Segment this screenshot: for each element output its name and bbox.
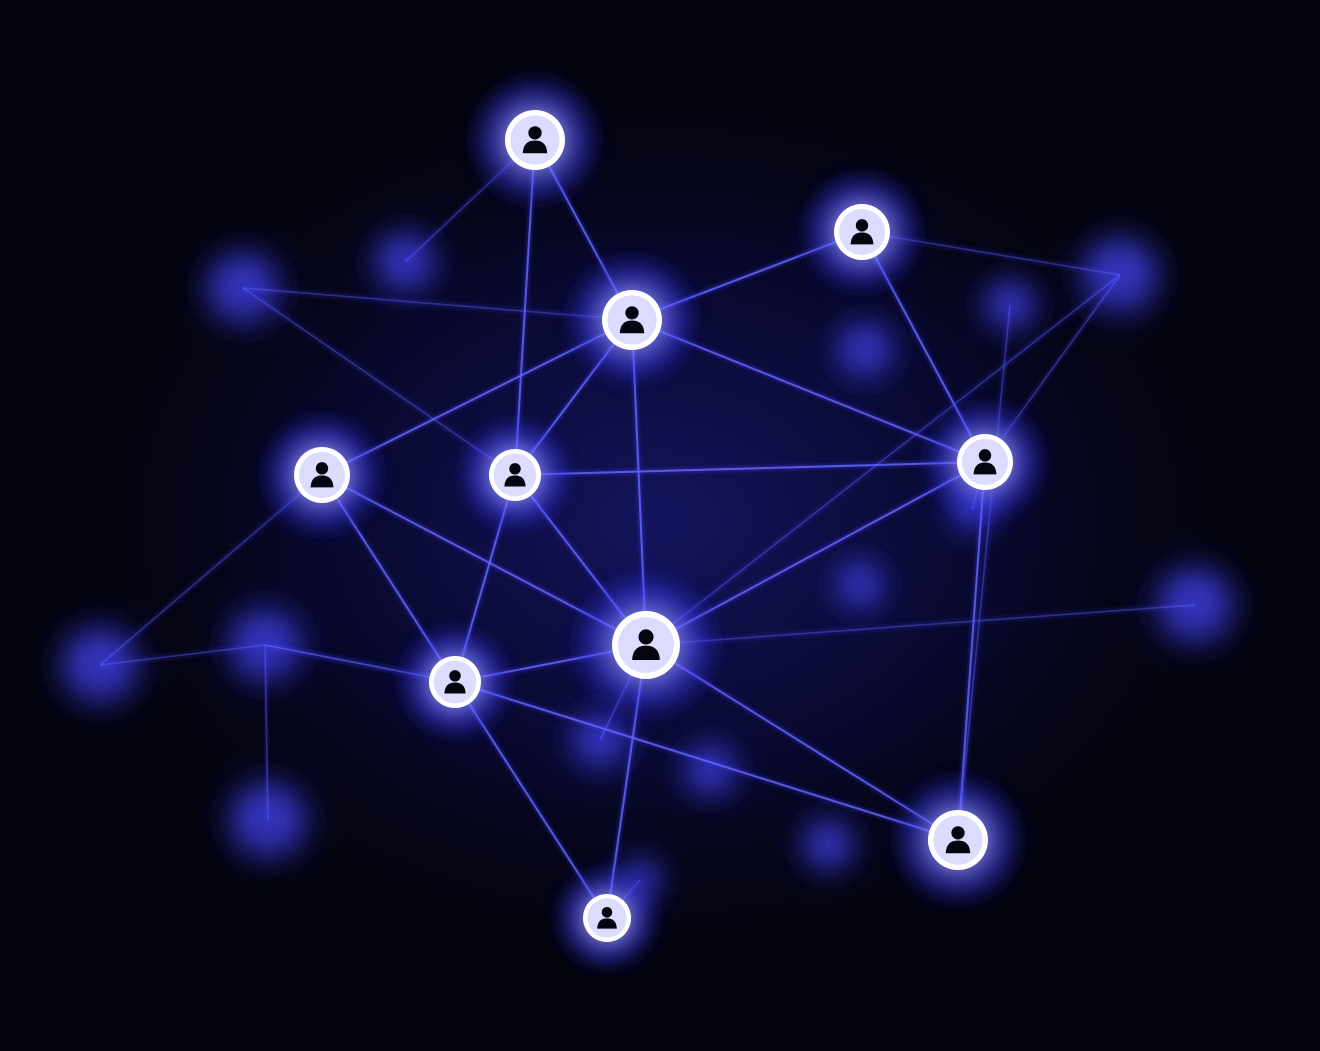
person-node [560, 248, 704, 392]
person-icon [851, 575, 869, 595]
person-icon [229, 273, 257, 303]
person-node [463, 68, 607, 212]
background-glow [40, 50, 1280, 990]
person-icon [444, 670, 466, 694]
person-icon [619, 306, 645, 334]
network-link [99, 642, 266, 668]
blurred-person-node [823, 308, 907, 392]
network-link [955, 304, 1013, 841]
person-node [254, 407, 390, 543]
person-node [886, 768, 1030, 912]
person-icon [850, 219, 874, 245]
person-icon [632, 629, 660, 661]
network-link [514, 459, 986, 478]
person-node [564, 563, 728, 727]
network-link [454, 679, 959, 843]
person-icon [945, 826, 971, 854]
blurred-person-node [824, 549, 896, 621]
person-icon [1181, 589, 1209, 620]
person-icon [597, 906, 617, 929]
network-link [645, 602, 1196, 648]
person-node [549, 860, 665, 976]
person-icon [522, 126, 548, 154]
network-link [644, 272, 1122, 648]
person-node [794, 164, 930, 300]
person-icon [310, 462, 334, 488]
person-node [392, 619, 518, 745]
node-layer [254, 68, 1053, 976]
person-node [917, 394, 1053, 530]
blurred-person-node [789, 806, 867, 884]
blurred-person-node [210, 762, 326, 878]
network-link [262, 644, 271, 821]
person-node [452, 412, 578, 538]
person-icon [855, 338, 875, 361]
person-icon [818, 834, 838, 855]
person-icon [973, 449, 997, 475]
person-icon [504, 463, 526, 487]
